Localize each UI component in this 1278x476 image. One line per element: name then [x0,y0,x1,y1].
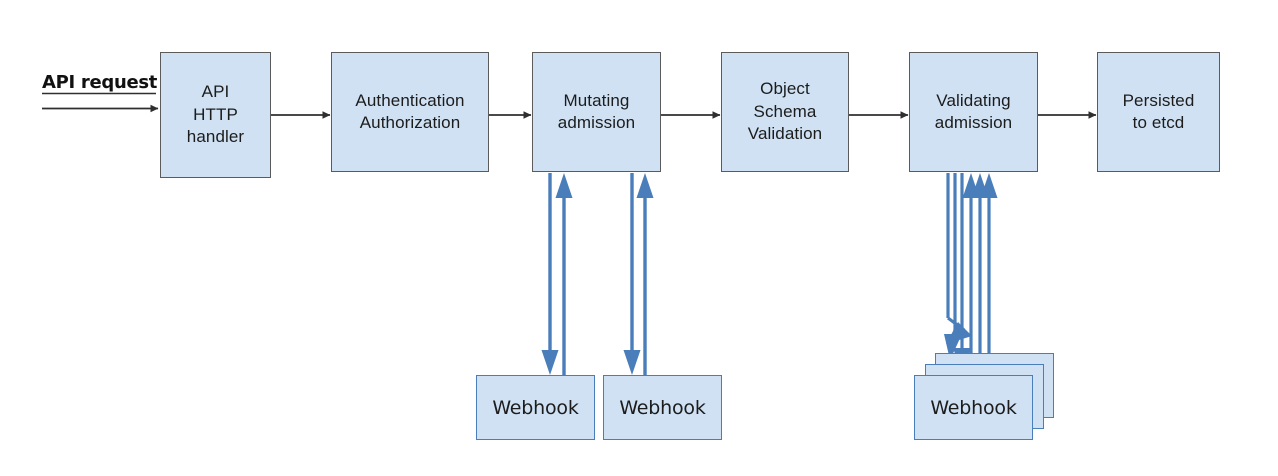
stage-box-validating-admission[interactable]: Validating admission [909,52,1038,172]
validating-webhook-response-arrow-1 [962,173,980,380]
stage-box-object-schema-validation[interactable]: Object Schema Validation [721,52,849,172]
validating-webhook-response-arrow-2 [971,173,989,370]
mutating-webhook-1-response-arrow [555,173,573,375]
mutating-webhook-1-request-arrow [541,173,559,375]
validating-webhook-request-arrow-3 [953,173,971,374]
webhook-box-mutating-2[interactable]: Webhook [603,375,722,440]
webhook-box-mutating-1[interactable]: Webhook [476,375,595,440]
stage-box-authentication-authorization[interactable]: Authentication Authorization [331,52,489,172]
entry-arrow [42,92,159,113]
validating-webhook-response-arrow-3 [980,173,998,360]
stage-box-persisted-to-etcd[interactable]: Persisted to etcd [1097,52,1220,172]
webhook-box-validating-stack-front[interactable]: Webhook [914,375,1033,440]
validating-webhook-request-arrow-1 [946,173,972,344]
entry-label: API request [42,72,158,93]
stage-box-mutating-admission[interactable]: Mutating admission [532,52,661,172]
mutating-webhook-2-request-arrow [623,173,641,375]
validating-webhook-request-arrow-2 [944,173,962,360]
stage-box-api-http-handler[interactable]: API HTTP handler [160,52,271,178]
mutating-webhook-2-response-arrow [636,173,654,375]
